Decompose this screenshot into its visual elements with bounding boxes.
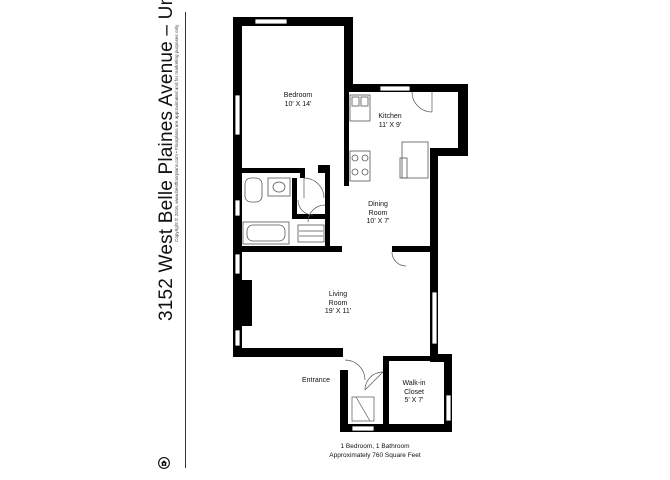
wall — [318, 165, 330, 173]
wall — [292, 178, 297, 218]
window — [234, 253, 241, 275]
room-bedroom: Bedroom 10' X 14' — [266, 92, 330, 109]
unit-summary: 1 Bedroom, 1 Bathroom Approximately 760 … — [300, 443, 450, 460]
wall — [325, 172, 330, 247]
wall — [242, 168, 304, 173]
room-name: Walk-in — [402, 380, 426, 387]
door-swing — [364, 371, 384, 391]
window — [234, 199, 241, 217]
room-size: 19' X 11' — [324, 308, 352, 315]
door-swing — [307, 204, 326, 223]
kitchen-sink — [349, 94, 371, 122]
room-size: 11' X 9' — [378, 121, 402, 129]
room-size: 10' X 7' — [366, 218, 390, 225]
window — [431, 291, 438, 345]
window — [254, 18, 288, 25]
summary-area: Approximately 760 Square Feet — [329, 451, 421, 459]
kitchen-sink-basin — [351, 96, 360, 107]
kitchen-sink-basin — [360, 96, 369, 107]
wall — [430, 354, 452, 362]
wall — [340, 424, 452, 432]
wall — [383, 360, 389, 430]
door-swings — [297, 91, 433, 422]
counter — [399, 157, 408, 179]
bathtub — [242, 221, 290, 245]
fixtures — [242, 94, 429, 245]
door-swing — [391, 251, 407, 267]
entry-closet — [351, 396, 375, 422]
door-swing — [411, 91, 433, 113]
linen-closet — [297, 224, 325, 243]
wall — [344, 17, 353, 92]
room-name-2: Room — [328, 299, 348, 307]
room-name-2: Room — [368, 209, 388, 217]
wall — [344, 92, 349, 186]
stove-burner — [361, 168, 369, 176]
stove — [349, 150, 371, 182]
wall — [444, 84, 468, 92]
wall — [292, 214, 330, 219]
door-swing — [344, 359, 366, 381]
wall — [458, 84, 468, 156]
room-size: 5' X 7' — [404, 397, 424, 404]
room-name: Bedroom — [283, 92, 313, 99]
fireplace — [236, 280, 252, 326]
room-dining: Dining Room 10' X 7' — [346, 201, 410, 227]
wall — [340, 370, 348, 432]
room-closet: Walk-in Closet 5' X 7' — [382, 380, 446, 406]
window — [234, 94, 241, 136]
bath-sink — [267, 177, 291, 197]
door-swing — [297, 199, 314, 216]
wall — [444, 354, 452, 432]
wall — [392, 246, 438, 252]
wall — [233, 348, 343, 357]
room-name: Living — [328, 291, 348, 298]
window — [379, 85, 411, 92]
stove-burner — [361, 154, 369, 162]
summary-rooms: 1 Bedroom, 1 Bathroom — [340, 443, 410, 450]
windows — [234, 18, 452, 432]
toilet — [244, 177, 263, 203]
window — [445, 394, 452, 422]
wall — [383, 356, 438, 361]
title-divider-line — [185, 12, 186, 468]
room-kitchen: Kitchen 11' X 9' — [358, 113, 422, 130]
wall — [300, 168, 305, 178]
room-name: Kitchen — [378, 113, 402, 120]
room-size: 10' X 14' — [284, 100, 312, 108]
window — [234, 329, 241, 347]
bath-sink-basin — [272, 181, 286, 193]
room-entrance: Entrance — [284, 377, 348, 386]
interior-walls — [242, 92, 438, 361]
room-living: Living Room 19' X 11' — [306, 291, 370, 317]
wall — [430, 148, 468, 156]
bathtub-inner — [246, 224, 286, 242]
room-name: Entrance — [301, 377, 331, 384]
door-swing — [303, 177, 325, 199]
wall — [233, 17, 353, 26]
wall — [430, 148, 438, 254]
stove-burner — [351, 154, 359, 162]
equal-housing-icon — [158, 457, 170, 469]
room-name: Dining — [368, 201, 388, 208]
closet-door — [355, 396, 371, 422]
door-leaf — [364, 371, 384, 391]
wall — [242, 246, 332, 252]
room-name-2: Closet — [404, 388, 424, 396]
window — [351, 425, 375, 432]
stove-burner — [351, 168, 359, 176]
refrigerator — [401, 141, 429, 179]
